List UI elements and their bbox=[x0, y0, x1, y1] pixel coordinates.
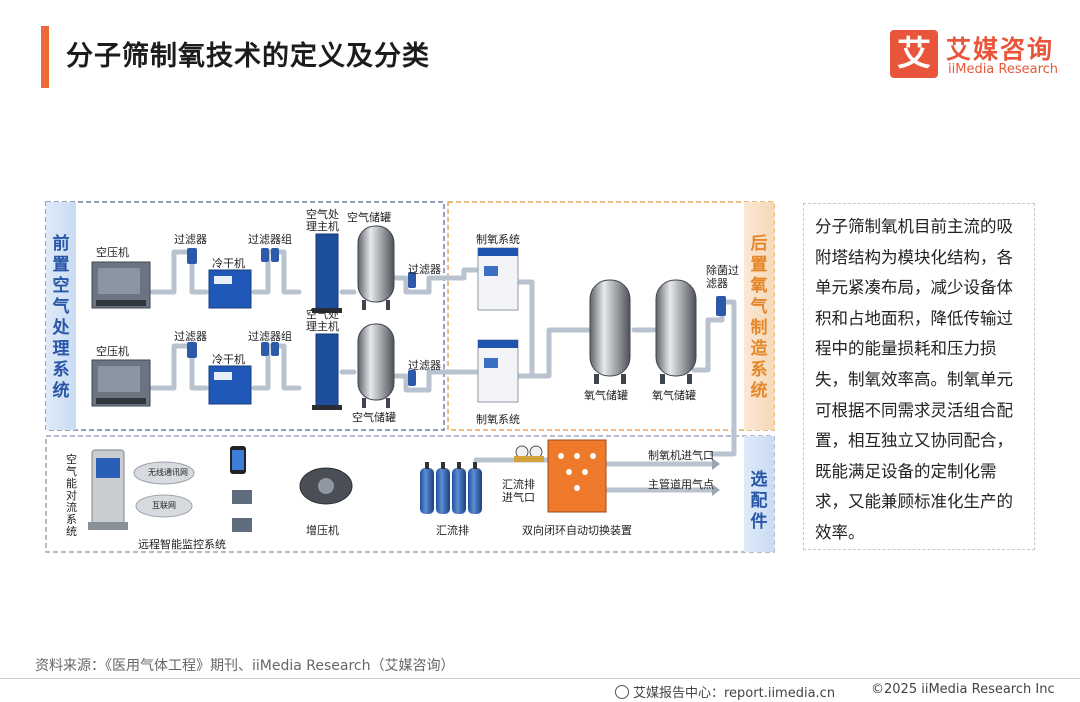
logo-chinese-name: 艾媒咨询 bbox=[946, 35, 1055, 64]
title-accent-bar bbox=[41, 26, 49, 88]
label-filter-3: 过滤器 bbox=[174, 330, 207, 343]
air-storage-tank-1 bbox=[357, 225, 395, 310]
label-filter-group-2: 过滤器组 bbox=[248, 330, 292, 343]
label-dryer-1: 冷干机 bbox=[212, 257, 245, 270]
label-air-unit-1: 空气处理主机 bbox=[306, 208, 339, 233]
label-air-tank-2: 空气储罐 bbox=[352, 411, 396, 424]
optional-section-box bbox=[45, 435, 775, 553]
label-oxygen-system-1: 制氧系统 bbox=[476, 233, 520, 246]
front-section-label: 前置空气处理系统 bbox=[52, 234, 70, 401]
rear-section-band bbox=[744, 202, 774, 430]
label-wireless: 无线通讯网 bbox=[148, 468, 188, 477]
devices bbox=[230, 446, 252, 532]
main-inlet-arrow bbox=[712, 458, 720, 470]
label-main-pipe: 主管道用气点 bbox=[648, 478, 714, 491]
page-title: 分子筛制氧技术的定义及分类 bbox=[66, 41, 430, 72]
oxygen-generator-1 bbox=[477, 247, 519, 311]
label-filter-2: 过滤器 bbox=[408, 263, 441, 276]
filters bbox=[187, 248, 726, 386]
report-center-link[interactable]: 艾媒报告中心：report.iimedia.cn bbox=[615, 682, 835, 701]
monitoring-kiosk bbox=[88, 449, 128, 530]
label-air-tank-1: 空气储罐 bbox=[347, 211, 391, 224]
front-section-band bbox=[46, 202, 76, 430]
label-filter-4: 过滤器 bbox=[408, 359, 441, 372]
globe-icon bbox=[615, 685, 629, 699]
report-center-text: 艾媒报告中心：report.iimedia.cn bbox=[633, 686, 836, 701]
description-box: 分子筛制氧机目前主流的吸附塔结构为模块化结构，各单元紧凑布局，减少设备体积和占地… bbox=[803, 203, 1035, 550]
source-note: 资料来源：《医用气体工程》期刊、iiMedia Research（艾媒咨询） bbox=[35, 658, 455, 674]
copyright: ©2025 iiMedia Research Inc bbox=[871, 682, 1055, 697]
optional-section-band bbox=[744, 436, 774, 552]
refrigerated-dryer-1 bbox=[208, 269, 252, 309]
air-processing-host-1 bbox=[312, 233, 342, 313]
label-filter-1: 过滤器 bbox=[174, 233, 207, 246]
oxygen-storage-tank-1 bbox=[589, 279, 631, 384]
oxygen-system-diagram: 前置空气处理系统 后置氧气制造系统 选配件 空压机 过滤器 冷干机 过滤器组 空… bbox=[44, 200, 776, 554]
oxygen-storage-tank-2 bbox=[655, 279, 697, 384]
booster-pump bbox=[299, 467, 353, 505]
label-oxygen-tank-1: 氧气储罐 bbox=[584, 389, 628, 402]
rear-section-label: 后置氧气制造系统 bbox=[750, 234, 768, 401]
label-manifold-inlet: 汇流排进气口 bbox=[502, 478, 535, 504]
gauges bbox=[514, 445, 544, 462]
label-remote-monitor: 远程智能监控系统 bbox=[138, 538, 226, 551]
label-oxygen-system-2: 制氧系统 bbox=[476, 413, 520, 426]
main-pipe-arrow bbox=[712, 484, 720, 496]
logo-english-name: iiMedia Research bbox=[948, 62, 1059, 77]
label-sterile-filter: 除菌过滤器 bbox=[706, 264, 739, 290]
label-internet: 互联网 bbox=[152, 501, 176, 510]
refrigerated-dryer-2 bbox=[208, 365, 252, 405]
gas-cylinders bbox=[420, 462, 482, 514]
optional-section-label: 选配件 bbox=[750, 470, 768, 532]
air-processing-host-2 bbox=[312, 333, 342, 410]
cloud-network bbox=[133, 461, 195, 518]
switch-device-panel bbox=[547, 439, 607, 513]
label-dryer-2: 冷干机 bbox=[212, 353, 245, 366]
label-machine-inlet: 制氧机进气口 bbox=[648, 449, 714, 462]
oxygen-generator-2 bbox=[477, 339, 519, 403]
footer-divider bbox=[0, 678, 1080, 679]
label-oxygen-tank-2: 氧气储罐 bbox=[652, 389, 696, 402]
diagram-graphics bbox=[45, 201, 775, 553]
label-compressor-1: 空压机 bbox=[96, 246, 129, 259]
label-booster: 增压机 bbox=[306, 524, 339, 537]
label-monitor: 空气能对流系统 bbox=[66, 453, 77, 538]
air-compressor-1 bbox=[91, 261, 151, 309]
label-manifold: 汇流排 bbox=[436, 524, 469, 537]
air-storage-tank-2 bbox=[357, 323, 395, 408]
logo-mark: 艾 bbox=[890, 30, 938, 78]
label-air-unit-2: 空气处理主机 bbox=[306, 308, 339, 333]
label-switch-device: 双向闭环自动切换装置 bbox=[522, 524, 632, 537]
brand-logo: 艾 艾媒咨询 iiMedia Research bbox=[890, 30, 1065, 80]
air-compressor-2 bbox=[91, 359, 151, 407]
label-filter-group-1: 过滤器组 bbox=[248, 233, 292, 246]
label-compressor-2: 空压机 bbox=[96, 345, 129, 358]
